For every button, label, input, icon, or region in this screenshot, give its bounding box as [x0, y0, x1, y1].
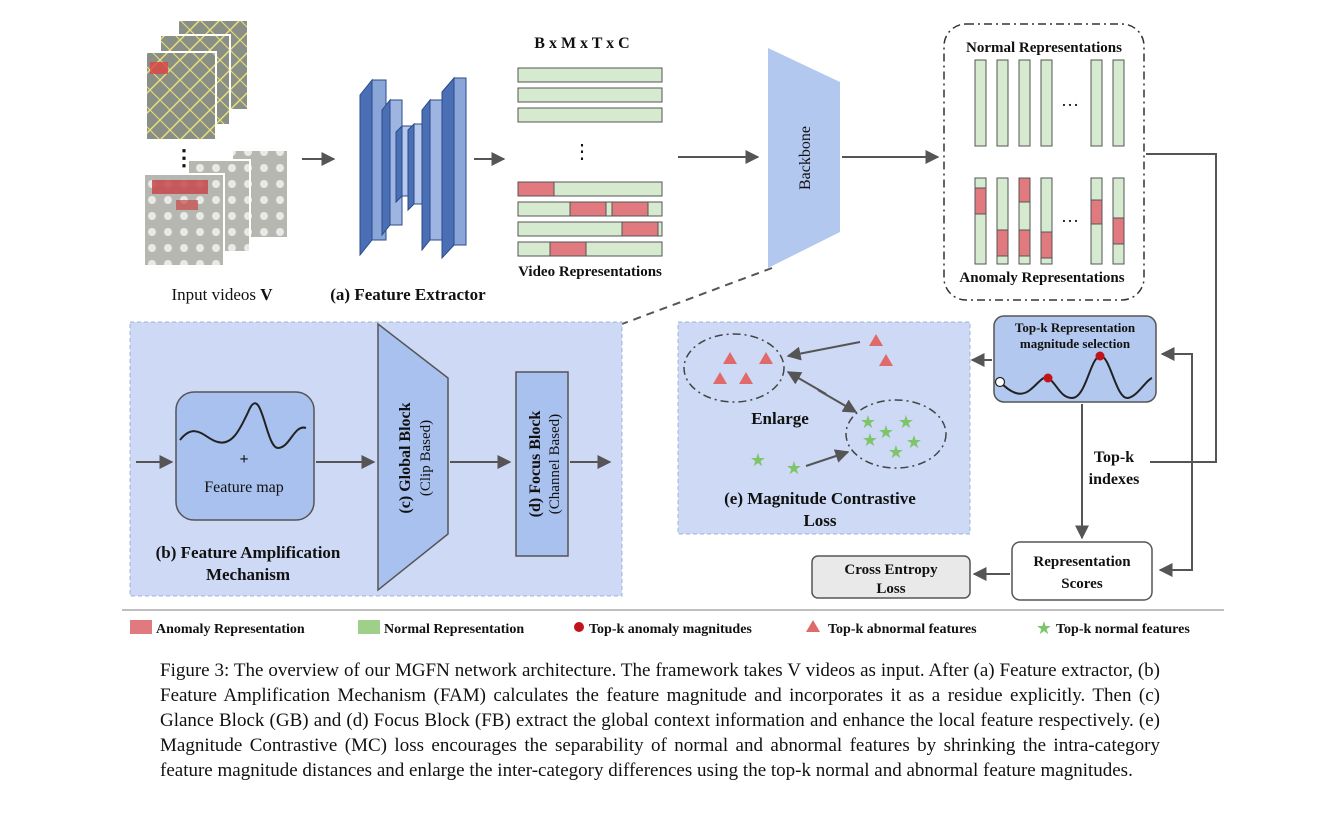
legend-anomaly-label: Anomaly Representation: [156, 622, 305, 637]
normal-stars: ★ ★ ★ ★ ★ ★ ★ ★: [750, 412, 922, 479]
svg-text:★: ★: [878, 422, 894, 443]
cross-entropy-loss-box: Cross Entropy Loss: [811, 555, 971, 599]
arrow-triangle-to-cluster: [786, 341, 861, 361]
legend-triangle-label: Top-k abnormal features: [828, 622, 977, 637]
legend-normal-label: Normal Representation: [384, 622, 524, 637]
legend-anomaly-swatch: [130, 620, 152, 634]
anomaly-bars: [974, 177, 1125, 265]
white-dot: [994, 376, 1006, 388]
legend-normal-swatch: [358, 620, 380, 634]
svg-text:★: ★: [750, 450, 766, 471]
svg-text:★: ★: [898, 412, 914, 433]
repr-vdots: ⋮: [572, 141, 592, 163]
topk-selection-box: Top-k Representation magnitude selection: [993, 315, 1157, 403]
svg-text:★: ★: [786, 458, 802, 479]
svg-text:★: ★: [888, 442, 904, 463]
anomaly-repr-label: Anomaly Representations: [959, 270, 1124, 286]
topk-indexes-line1: Top-k: [1094, 449, 1134, 466]
focus-block-label: (d) Focus Block: [527, 411, 544, 518]
traffic-frame-stack: [145, 19, 249, 141]
video-repr-label: Video Representations: [518, 264, 662, 280]
global-block: [377, 322, 449, 592]
global-block-label: (c) Global Block: [397, 402, 414, 513]
abnormal-cluster: [683, 333, 785, 403]
feature-wave: [179, 402, 307, 450]
focus-block-sub: (Channel Based): [547, 414, 563, 514]
feature-map-box: [175, 391, 315, 521]
abnormal-triangles: [713, 334, 893, 384]
mgfn-architecture-diagram: ⋮ Input videos V (a) Feature Extractor B…: [122, 19, 1224, 639]
ce-loss-line2: Loss: [876, 581, 905, 597]
arrow-to-topk-box: [1160, 347, 1193, 462]
topk-indexes-line2: indexes: [1089, 471, 1140, 488]
zoom-dashed-line: [621, 267, 773, 325]
svg-text:★: ★: [860, 412, 876, 433]
normal-bars: [974, 59, 1125, 147]
connector-output-right: [1146, 153, 1217, 463]
svg-text:★: ★: [906, 432, 922, 453]
feature-extractor: [359, 76, 467, 260]
input-videos-label: Input videos V: [171, 285, 273, 304]
svg-text:★: ★: [862, 430, 878, 451]
rep-scores-line1: Representation: [1033, 554, 1131, 570]
normal-cluster: [845, 399, 947, 469]
arrow-star-to-cluster: [805, 449, 850, 467]
normal-ellipsis: …: [1061, 90, 1079, 110]
legend-star: ★: [1036, 618, 1052, 639]
topk-dot-2: [1095, 351, 1105, 361]
mc-panel: Enlarge ★ ★ ★ ★ ★ ★ ★ ★ (e) Magnitude Co…: [677, 321, 971, 535]
mc-title-line1: (e) Magnitude Contrastive: [724, 489, 916, 508]
topk-box-line2: magnitude selection: [1020, 336, 1131, 351]
magnitude-wave: [999, 355, 1153, 400]
topk-dot-1: [1043, 373, 1053, 383]
mc-title-line2: Loss: [803, 511, 836, 530]
enlarge-label: Enlarge: [751, 409, 809, 428]
figure-caption: Figure 3: The overview of our MGFN netwo…: [160, 660, 1160, 781]
representation-scores-box: Representation Scores: [1011, 541, 1153, 601]
feature-map-plus: +: [239, 451, 248, 468]
fam-panel: + Feature map (c) Global Block (Clip Bas…: [129, 321, 623, 597]
legend-magnitude-label: Top-k anomaly magnitudes: [589, 622, 752, 637]
legend: Anomaly Representation Normal Representa…: [130, 618, 1190, 639]
fam-title-line2: Mechanism: [206, 565, 290, 584]
feature-extractor-label: (a) Feature Extractor: [330, 285, 486, 304]
enlarge-arrow-b: [817, 389, 858, 413]
rep-scores-line2: Scores: [1061, 576, 1103, 592]
global-block-sub: (Clip Based): [418, 420, 434, 496]
arrow-to-rep-scores: [1158, 462, 1193, 577]
input-video-frames: ⋮ Input videos V: [143, 19, 289, 304]
indoor-frame-stack: [143, 149, 289, 267]
backbone: Backbone: [768, 48, 840, 268]
feature-map-label: Feature map: [204, 479, 284, 496]
normal-repr-label: Normal Representations: [966, 40, 1122, 56]
fam-title-line1: (b) Feature Amplification: [156, 543, 341, 562]
ce-loss-line1: Cross Entropy: [844, 562, 938, 578]
anomaly-ellipsis: …: [1061, 206, 1079, 226]
legend-magnitude-dot: [574, 622, 584, 632]
legend-triangle: [806, 620, 820, 632]
video-representations: B x M x T x C ⋮ Video Representations: [517, 35, 663, 280]
focus-block: [515, 371, 569, 557]
topk-box-line1: Top-k Representation: [1015, 320, 1136, 335]
legend-star-label: Top-k normal features: [1056, 622, 1190, 637]
shape-label: B x M x T x C: [534, 35, 629, 52]
output-representations: Normal Representations … … Anomaly: [943, 23, 1145, 301]
backbone-label: Backbone: [797, 126, 814, 190]
